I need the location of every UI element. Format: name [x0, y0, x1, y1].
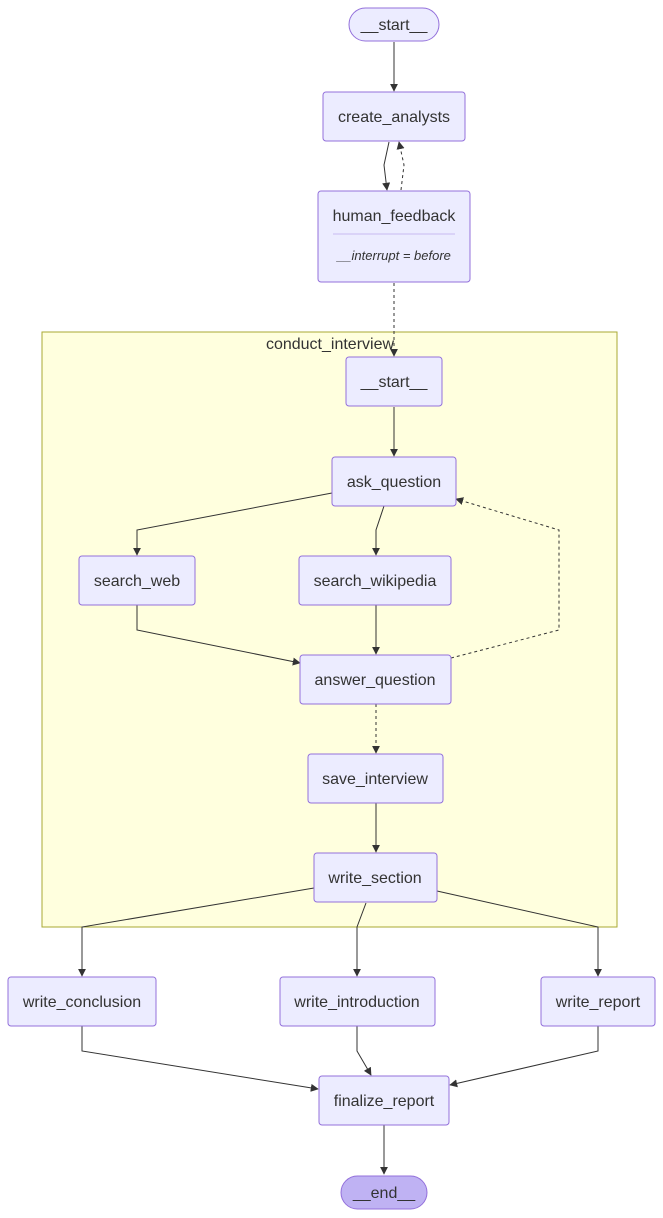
- node-write-conclusion[interactable]: write_conclusion: [7, 976, 157, 1027]
- cluster-box: [41, 331, 618, 928]
- search-web-box: [78, 555, 196, 606]
- end-terminal-shape: [340, 1175, 428, 1210]
- edge-conduct-interview-to-write-introduction: [353, 902, 367, 977]
- create-analysts-box: [322, 91, 466, 142]
- answer-question-box: [299, 654, 452, 705]
- edge-write-conclusion-to-finalize-report: [81, 1026, 319, 1092]
- node-ask-question[interactable]: ask_question: [331, 456, 457, 507]
- edge-write-report-to-finalize-report: [449, 1026, 599, 1088]
- edge-ask-question-to-search-web: [133, 492, 333, 556]
- node-search-wikipedia[interactable]: search_wikipedia: [298, 555, 452, 606]
- node-write-report-label: write_report: [555, 994, 641, 1011]
- node-start[interactable]: __start__: [348, 7, 440, 42]
- node-human-feedback[interactable]: human_feedback __interrupt = before: [317, 190, 471, 283]
- save-interview-box: [307, 753, 444, 804]
- node-search-web[interactable]: search_web: [78, 555, 196, 606]
- search-wikipedia-box: [298, 555, 452, 606]
- node-write-introduction-label: write_introduction: [293, 994, 419, 1011]
- node-search-wikipedia-label: search_wikipedia: [314, 573, 437, 590]
- write-section-box: [313, 852, 438, 903]
- node-inner-start-label: __start__: [360, 374, 429, 391]
- node-end-label: __end__: [352, 1185, 416, 1202]
- node-save-interview[interactable]: save_interview: [307, 753, 444, 804]
- ask-question-box: [331, 456, 457, 507]
- node-finalize-report-label: finalize_report: [334, 1093, 435, 1110]
- node-write-section[interactable]: write_section: [313, 852, 438, 903]
- node-answer-question-label: answer_question: [315, 672, 436, 689]
- node-finalize-report[interactable]: finalize_report: [318, 1075, 450, 1126]
- edge-create-analysts-to-human-feedback: [382, 141, 391, 191]
- edge-conduct-interview-to-write-conclusion: [78, 887, 315, 977]
- edge-answer-question-to-ask-question: [450, 497, 560, 659]
- node-write-introduction[interactable]: write_introduction: [279, 976, 436, 1027]
- edge-search-web-to-answer-question: [136, 605, 301, 666]
- node-end[interactable]: __end__: [340, 1175, 428, 1210]
- node-start-label: __start__: [360, 17, 429, 34]
- node-ask-question-label: ask_question: [347, 474, 441, 491]
- node-answer-question[interactable]: answer_question: [299, 654, 452, 705]
- edge-human-feedback-to-create-analysts: [396, 141, 405, 191]
- node-inner-start[interactable]: __start__: [345, 356, 443, 407]
- write-introduction-box: [279, 976, 436, 1027]
- node-human-feedback-note: __interrupt = before: [335, 248, 451, 263]
- cluster-conduct-interview: conduct_interview: [41, 331, 618, 928]
- node-search-web-label: search_web: [94, 573, 180, 590]
- node-write-conclusion-label: write_conclusion: [22, 994, 141, 1011]
- edge-conduct-interview-to-write-report: [436, 890, 602, 977]
- edges: [78, 42, 602, 1175]
- write-report-box: [540, 976, 656, 1027]
- inner-start-box: [345, 356, 443, 407]
- cluster-label: conduct_interview: [266, 336, 395, 353]
- node-human-feedback-label: human_feedback: [333, 208, 457, 225]
- edge-ask-question-to-search-wikipedia: [372, 505, 385, 556]
- finalize-report-box: [318, 1075, 450, 1126]
- write-conclusion-box: [7, 976, 157, 1027]
- node-create-analysts-label: create_analysts: [338, 109, 450, 126]
- start-terminal-shape: [348, 7, 440, 42]
- edge-write-introduction-to-finalize-report: [356, 1026, 372, 1076]
- human-feedback-box: [317, 190, 471, 283]
- node-create-analysts[interactable]: create_analysts: [322, 91, 466, 142]
- node-write-section-label: write_section: [327, 870, 421, 887]
- node-write-report[interactable]: write_report: [540, 976, 656, 1027]
- node-save-interview-label: save_interview: [322, 771, 428, 788]
